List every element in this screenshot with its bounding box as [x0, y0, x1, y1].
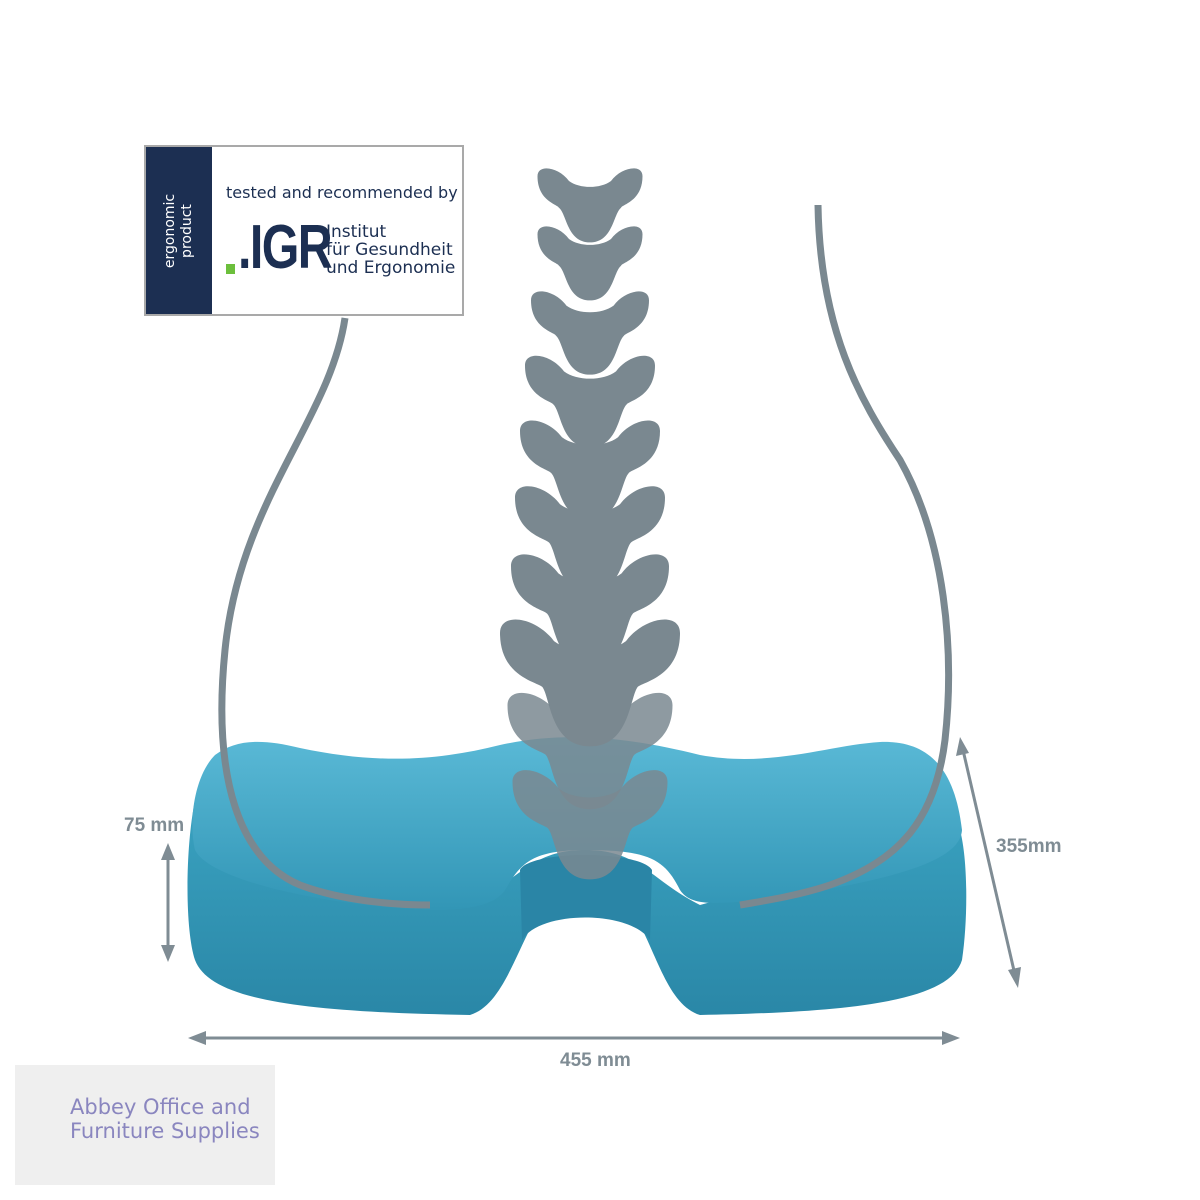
institute-line3: und Ergonomie	[326, 258, 456, 278]
dimension-arrows	[161, 737, 1021, 1045]
vertebra	[511, 554, 669, 666]
watermark-logo: Abbey Office and Furniture Supplies	[15, 1065, 275, 1185]
width-dimension-label: 455 mm	[560, 1050, 631, 1071]
cushion-notch	[520, 855, 652, 940]
cushion-side	[187, 800, 967, 1015]
vertebra	[512, 770, 668, 880]
institute-line2: für Gesundheit	[326, 240, 453, 260]
watermark-line1: Abbey Office and	[70, 1095, 251, 1119]
badge-side-line1: ergonomic	[162, 193, 178, 268]
institute-line1: Institut	[326, 222, 387, 242]
watermark-line2: Furniture Supplies	[70, 1119, 260, 1143]
vertebra	[520, 420, 660, 520]
vertebra	[531, 291, 649, 375]
height-dimension-label: 75 mm	[124, 815, 185, 836]
vertebra	[525, 355, 655, 448]
vertebra	[515, 486, 665, 592]
depth-dimension-label: 355mm	[996, 836, 1062, 857]
institute-name: Institut für Gesundheit und Ergonomie	[326, 223, 455, 277]
vertebra	[507, 692, 673, 810]
igr-logo-text: .IGR	[238, 213, 333, 282]
badge-side-line2: product	[179, 203, 195, 258]
body-outline-right	[739, 204, 953, 909]
igr-green-dot	[226, 264, 235, 274]
spine	[500, 168, 680, 880]
body-outline-left	[218, 317, 431, 909]
vertebra	[537, 226, 643, 301]
badge-tested-text: tested and recommended by	[226, 183, 458, 202]
vertebra	[537, 168, 643, 243]
vertebra	[500, 619, 680, 747]
